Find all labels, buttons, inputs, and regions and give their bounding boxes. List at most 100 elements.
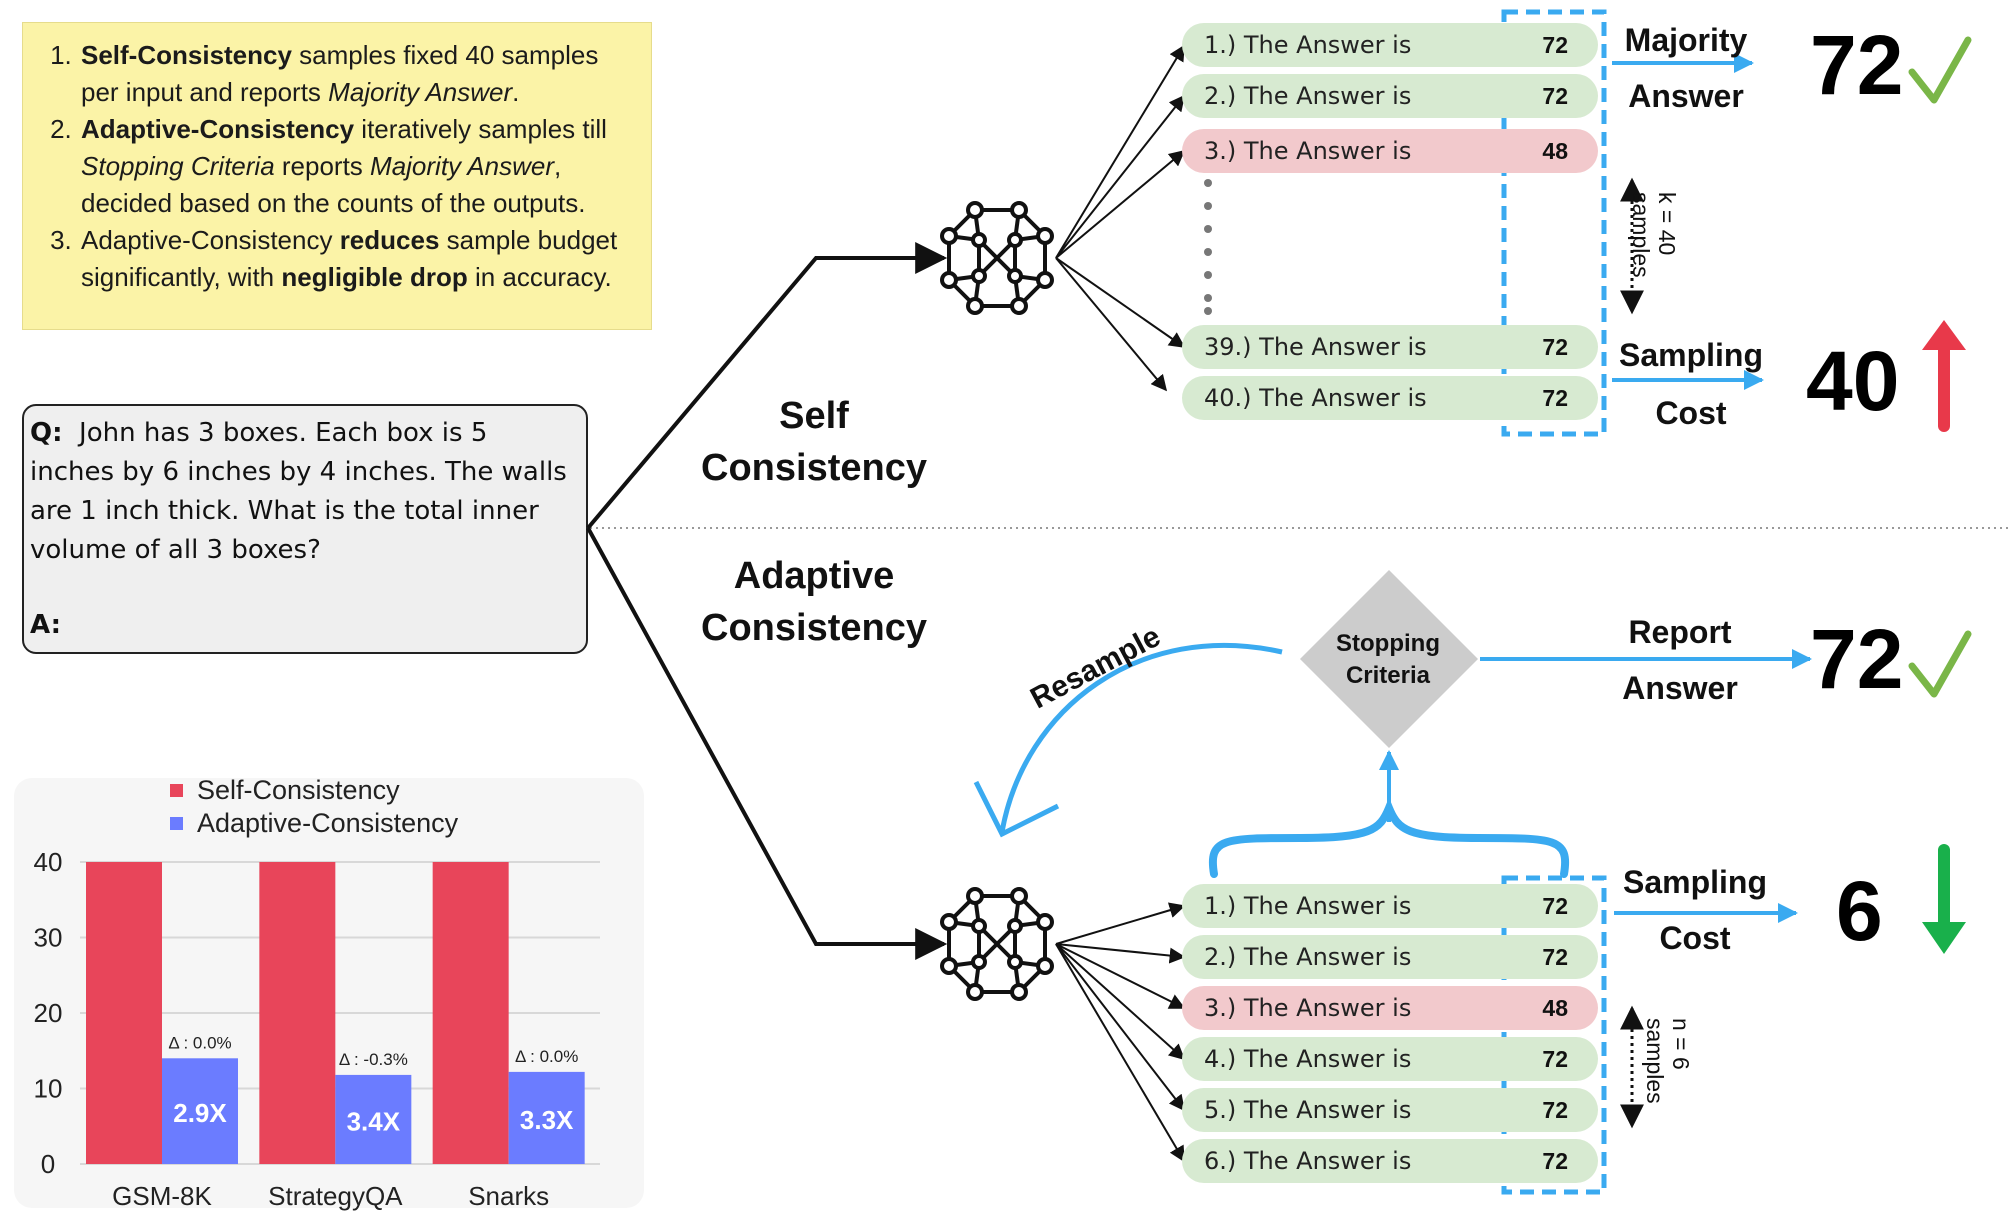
k-value: k = 40: [1654, 192, 1680, 256]
y-tick-label: 40: [34, 847, 63, 877]
samples-brace: [1208, 797, 1570, 878]
report-line2: Answer: [1622, 670, 1738, 706]
branch-arrow-self: [586, 242, 948, 530]
check-icon: [1908, 630, 1972, 698]
self-sample-pill: 39.) The Answer is 72: [1182, 325, 1598, 369]
sample-value: 72: [1542, 32, 1568, 58]
neural-network-icon: [940, 887, 1054, 1001]
note-item-1: Self-Consistency samples fixed 40 sample…: [79, 37, 635, 111]
stopping-criteria-diamond: [1300, 570, 1478, 748]
note-bold: reduces: [339, 225, 440, 255]
sample-text: 6.) The Answer is: [1204, 1147, 1412, 1175]
y-tick-label: 20: [34, 998, 63, 1028]
y-tick-label: 0: [41, 1149, 55, 1179]
k-unit: samples: [1628, 192, 1654, 278]
sample-text: 5.) The Answer is: [1204, 1096, 1412, 1124]
arrow-down-icon: [1922, 844, 1966, 954]
note-text: samples fixed 40 samples per input and r…: [81, 40, 599, 107]
summary-notes: Self-Consistency samples fixed 40 sample…: [22, 22, 652, 330]
check-icon: [1908, 36, 1972, 104]
adaptive-label-line2: Consistency: [701, 607, 927, 649]
report-line1: Report: [1628, 614, 1732, 650]
sample-text: 40.) The Answer is: [1204, 384, 1427, 412]
question-box: Q: John has 3 boxes. Each box is 5 inche…: [22, 404, 588, 654]
n-unit: samples: [1642, 1018, 1668, 1104]
legend-swatch-adaptive: [170, 817, 183, 830]
note-text: iteratively samples till: [354, 114, 607, 144]
self-consistency-bar: [259, 862, 336, 1164]
bar-delta-label: Δ : 0.0%: [515, 1047, 578, 1066]
stopping-line2: Criteria: [1345, 662, 1431, 689]
self-label-line1: Self: [779, 395, 849, 437]
sample-value: 72: [1542, 334, 1568, 360]
y-tick-label: 10: [34, 1074, 63, 1104]
bar-delta-label: Δ : 0.0%: [168, 1033, 231, 1052]
stopping-criteria-label: Stopping Criteria: [1296, 628, 1480, 692]
arrow-up-icon: [1922, 320, 1966, 432]
adaptive-cost-line1: Sampling: [1622, 864, 1767, 900]
sample-value: 72: [1542, 83, 1568, 109]
adaptive-answer-highlight: [1501, 875, 1607, 1195]
sample-value: 72: [1542, 893, 1568, 919]
self-sample-pill: 1.) The Answer is 72: [1182, 23, 1598, 67]
majority-line1: Majority: [1624, 22, 1748, 58]
legend-label-self: Self-Consistency: [197, 775, 400, 805]
sample-text: 3.) The Answer is: [1204, 994, 1412, 1022]
resample-label: Resample: [1025, 620, 1166, 716]
notes-list: Self-Consistency samples fixed 40 sample…: [39, 37, 635, 296]
sample-value: 72: [1542, 944, 1568, 970]
self-sampling-cost-label: Sampling Cost: [1606, 326, 1776, 442]
adaptive-consistency-bar: [162, 1058, 238, 1164]
sample-text: 2.) The Answer is: [1204, 943, 1412, 971]
note-italic: Majority Answer: [328, 77, 513, 107]
adaptive-sampling-cost-value: 6: [1836, 864, 1883, 958]
sample-text: 2.) The Answer is: [1204, 82, 1412, 110]
sample-text: 1.) The Answer is: [1204, 31, 1412, 59]
question-label: Q:: [30, 418, 63, 448]
bar-speedup-label: 3.3X: [520, 1105, 574, 1135]
self-answer-highlight: [1501, 9, 1607, 437]
n-value: n = 6: [1668, 1018, 1694, 1070]
branch-arrow-adaptive: [586, 527, 948, 960]
adaptive-cost-line2: Cost: [1659, 920, 1731, 956]
self-label-line2: Consistency: [701, 447, 927, 489]
legend-label-adaptive: Adaptive-Consistency: [197, 808, 459, 838]
self-sample-pill: 40.) The Answer is 72: [1182, 376, 1598, 420]
note-bold: Self-Consistency: [81, 40, 292, 70]
self-consistency-bar: [432, 862, 509, 1164]
note-italic: Stopping Criteria: [81, 151, 275, 181]
self-consistency-bar: [86, 862, 162, 1164]
adaptive-consistency-bar: [508, 1071, 585, 1164]
sample-text: 4.) The Answer is: [1204, 1045, 1412, 1073]
majority-answer-label: Majority Answer: [1606, 12, 1766, 124]
note-bold: negligible drop: [281, 262, 468, 292]
note-text: .: [512, 77, 520, 107]
neural-network-icon: [940, 201, 1054, 315]
note-item-2: Adaptive-Consistency iteratively samples…: [79, 111, 635, 222]
self-sampling-cost-value: 40: [1806, 334, 1900, 428]
x-category-label: StrategyQA: [268, 1181, 403, 1211]
x-category-label: GSM-8K: [112, 1181, 212, 1211]
note-italic: Majority Answer: [370, 151, 554, 181]
sample-text: 39.) The Answer is: [1204, 333, 1427, 361]
note-text: sample budget significantly, with: [81, 225, 618, 292]
y-tick-label: 30: [34, 923, 63, 953]
adaptive-sample-pill: 2.) The Answer is 72: [1182, 935, 1598, 979]
sample-value: 72: [1542, 385, 1568, 411]
self-cost-line2: Cost: [1655, 395, 1727, 431]
adaptive-consistency-bar: [335, 1074, 412, 1164]
resample-arrowhead: [973, 780, 1060, 838]
note-text: in accuracy.: [467, 262, 612, 292]
note-text: , decided based on the counts of the out…: [81, 151, 586, 218]
note-text: Adaptive-Consistency: [81, 225, 340, 255]
sample-text: 3.) The Answer is: [1204, 137, 1412, 165]
stopping-line1: Stopping: [1336, 630, 1440, 657]
resample-arrow: [999, 642, 1283, 833]
